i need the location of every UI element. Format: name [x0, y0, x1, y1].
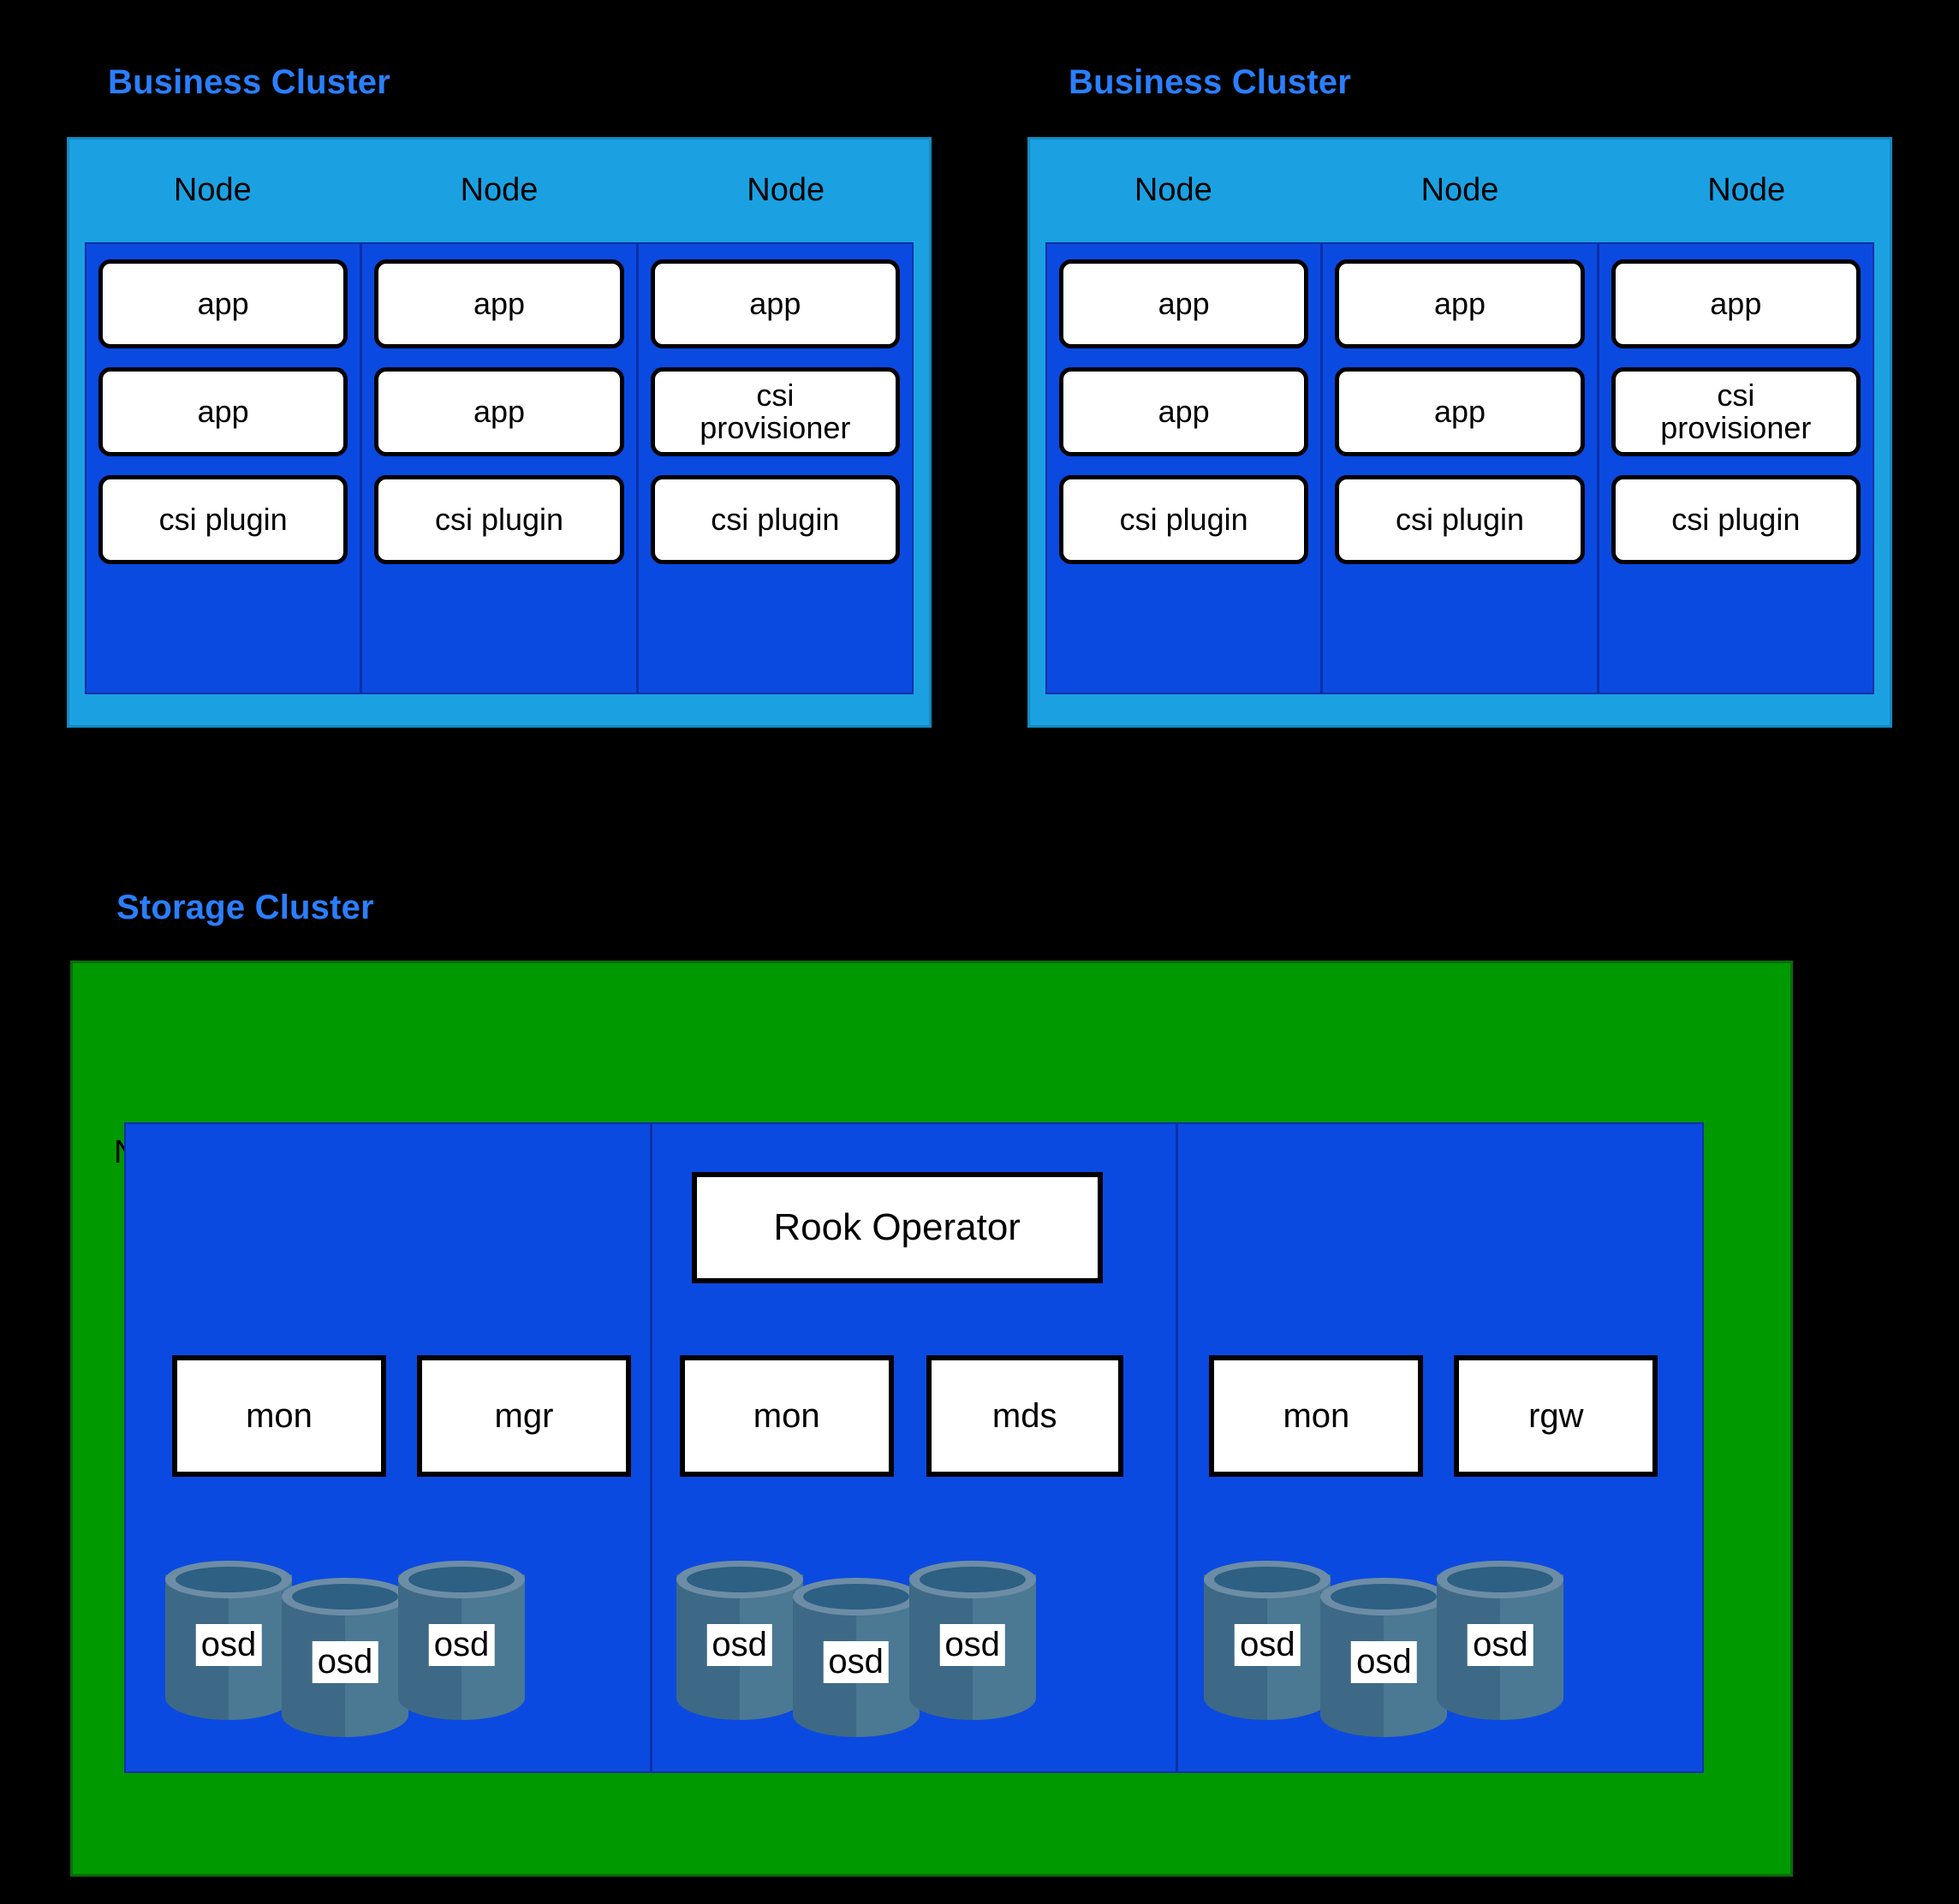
osd-label: osd	[706, 1624, 772, 1667]
osd-cylinder[interactable]: osd	[1320, 1578, 1448, 1740]
daemon-rgw[interactable]: rgw	[1454, 1355, 1658, 1477]
osd-cylinder[interactable]: osd	[676, 1561, 803, 1723]
osd-label: osd	[823, 1641, 889, 1684]
rook-operator-box[interactable]: Rook Operator	[691, 1172, 1103, 1283]
pod-csi-provisioner[interactable]: csi provisioner	[650, 367, 900, 456]
osd-label: osd	[939, 1624, 1005, 1667]
node-column: app csi provisioner csi plugin	[638, 244, 912, 693]
osd-rim-inner	[1331, 1584, 1438, 1609]
storage-node-column: mon rgw osd osd o	[1178, 1124, 1703, 1771]
daemon-mon[interactable]: mon	[172, 1355, 386, 1477]
pod-app[interactable]: app	[1059, 367, 1309, 456]
osd-cylinder[interactable]: osd	[908, 1561, 1036, 1723]
osd-rim-inner	[1214, 1567, 1321, 1592]
node-label: Node	[747, 172, 825, 208]
pod-csi-plugin[interactable]: csi plugin	[650, 475, 900, 564]
daemon-mds[interactable]: mds	[926, 1355, 1123, 1477]
storage-cluster-title: Storage Cluster	[116, 889, 374, 926]
osd-rim-inner	[292, 1584, 398, 1609]
business-cluster-1-nodes: app app csi plugin app app csi plugin ap…	[85, 242, 914, 694]
daemon-mon[interactable]: mon	[679, 1355, 894, 1477]
pod-csi-plugin[interactable]: csi plugin	[1335, 475, 1585, 564]
pod-app[interactable]: app	[1611, 259, 1861, 348]
node-label: Node	[1134, 172, 1212, 208]
osd-cylinder[interactable]: osd	[282, 1578, 408, 1740]
pod-app[interactable]: app	[98, 367, 348, 456]
osd-cylinder[interactable]: osd	[792, 1578, 920, 1740]
storage-node-column: Rook Operator mon mds osd osd	[652, 1124, 1179, 1771]
pod-csi-provisioner[interactable]: csi provisioner	[1611, 367, 1861, 456]
node-column: app app csi plugin	[362, 244, 639, 693]
osd-label: osd	[1351, 1641, 1417, 1684]
pod-app[interactable]: app	[374, 367, 624, 456]
node-column: app app csi plugin	[86, 244, 363, 693]
pod-csi-plugin[interactable]: csi plugin	[98, 475, 348, 564]
osd-cylinder[interactable]: osd	[398, 1561, 525, 1723]
pod-app[interactable]: app	[1335, 367, 1585, 456]
osd-body	[1320, 1592, 1448, 1737]
osd-label: osd	[312, 1641, 378, 1684]
pod-csi-plugin[interactable]: csi plugin	[1611, 475, 1861, 564]
osd-label: osd	[195, 1624, 262, 1667]
osd-label: osd	[1235, 1624, 1301, 1667]
business-cluster-2-nodes: app app csi plugin app app csi plugin ap…	[1045, 242, 1874, 694]
storage-cluster: Node Node Node mon mgr osd osd	[70, 961, 1793, 1877]
osd-label: osd	[428, 1624, 495, 1667]
pod-app[interactable]: app	[98, 259, 348, 348]
business-cluster-1-title: Business Cluster	[108, 63, 390, 101]
pod-app[interactable]: app	[374, 259, 624, 348]
daemon-mgr[interactable]: mgr	[417, 1355, 631, 1477]
business-cluster-2-node-labels: Node Node Node	[1030, 164, 1890, 217]
osd-rim-inner	[408, 1567, 515, 1592]
osd-cylinder[interactable]: osd	[1437, 1561, 1564, 1723]
osd-rim-inner	[686, 1567, 793, 1592]
osd-rim-inner	[1447, 1567, 1554, 1592]
pod-app[interactable]: app	[1335, 259, 1585, 348]
pod-csi-plugin[interactable]: csi plugin	[374, 475, 624, 564]
pod-app[interactable]: app	[650, 259, 900, 348]
storage-node-column: mon mgr osd osd o	[126, 1124, 652, 1771]
node-label: Node	[173, 172, 252, 208]
osd-rim-inner	[919, 1567, 1026, 1592]
osd-rim-inner	[802, 1584, 909, 1609]
business-cluster-1-node-labels: Node Node Node	[69, 164, 929, 217]
business-cluster-2-title: Business Cluster	[1069, 63, 1351, 101]
osd-cylinder[interactable]: osd	[165, 1561, 292, 1723]
node-label: Node	[1707, 172, 1786, 208]
business-cluster-2: Node Node Node app app csi plugin app ap…	[1027, 137, 1892, 728]
node-label: Node	[1420, 172, 1499, 208]
node-column: app app csi plugin	[1047, 244, 1324, 693]
osd-rim-inner	[176, 1567, 282, 1592]
pod-app[interactable]: app	[1059, 259, 1309, 348]
node-column: app csi provisioner csi plugin	[1599, 244, 1873, 693]
node-column: app app csi plugin	[1323, 244, 1599, 693]
osd-cylinder[interactable]: osd	[1204, 1561, 1331, 1723]
pod-csi-plugin[interactable]: csi plugin	[1059, 475, 1309, 564]
business-cluster-1: Node Node Node app app csi plugin app ap…	[67, 137, 932, 728]
node-label: Node	[460, 172, 539, 208]
storage-cluster-nodes: mon mgr osd osd o	[124, 1122, 1704, 1773]
daemon-mon[interactable]: mon	[1209, 1355, 1424, 1477]
osd-label: osd	[1468, 1624, 1533, 1667]
